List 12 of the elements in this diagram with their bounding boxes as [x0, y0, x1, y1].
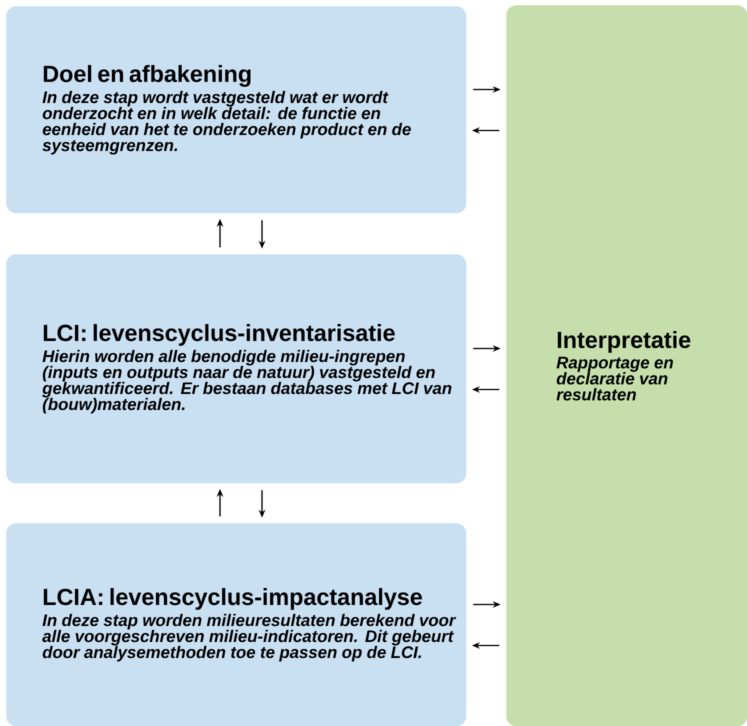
heading: Interpretatie — [558, 331, 690, 353]
description: In deze stap wordt vastgesteld wat er wordt onderzocht en in welk detail: de functie en eenheid van het te onderzoeken product en de systeemgrenzen. — [42, 90, 411, 155]
step-box — [6, 6, 466, 214]
description: In deze stap worden milieuresultaten berekend voor alle voorgeschreven milieu-indicatoren. Dit gebeurt door analysemethoden toe te passen op de LCI. — [42, 614, 456, 662]
step-box — [6, 523, 466, 726]
step-box — [6, 254, 466, 484]
heading: LCIA: levenscyclus-impactanalyse — [44, 588, 422, 610]
heading: Doel en afbakening — [44, 65, 251, 87]
interpretation-panel — [506, 5, 747, 726]
description: Hierin worden alle benodigde milieu-ingrepen (inputs en outputs naar de natuur) vastgesteld en gekwantificeerd. Er bestaan databases met LCI van (bouw)materialen. — [42, 350, 452, 414]
description: Rapportage en declaratie van resultaten — [556, 356, 673, 400]
heading: LCI: levenscyclus-inventarisatie — [44, 324, 395, 346]
